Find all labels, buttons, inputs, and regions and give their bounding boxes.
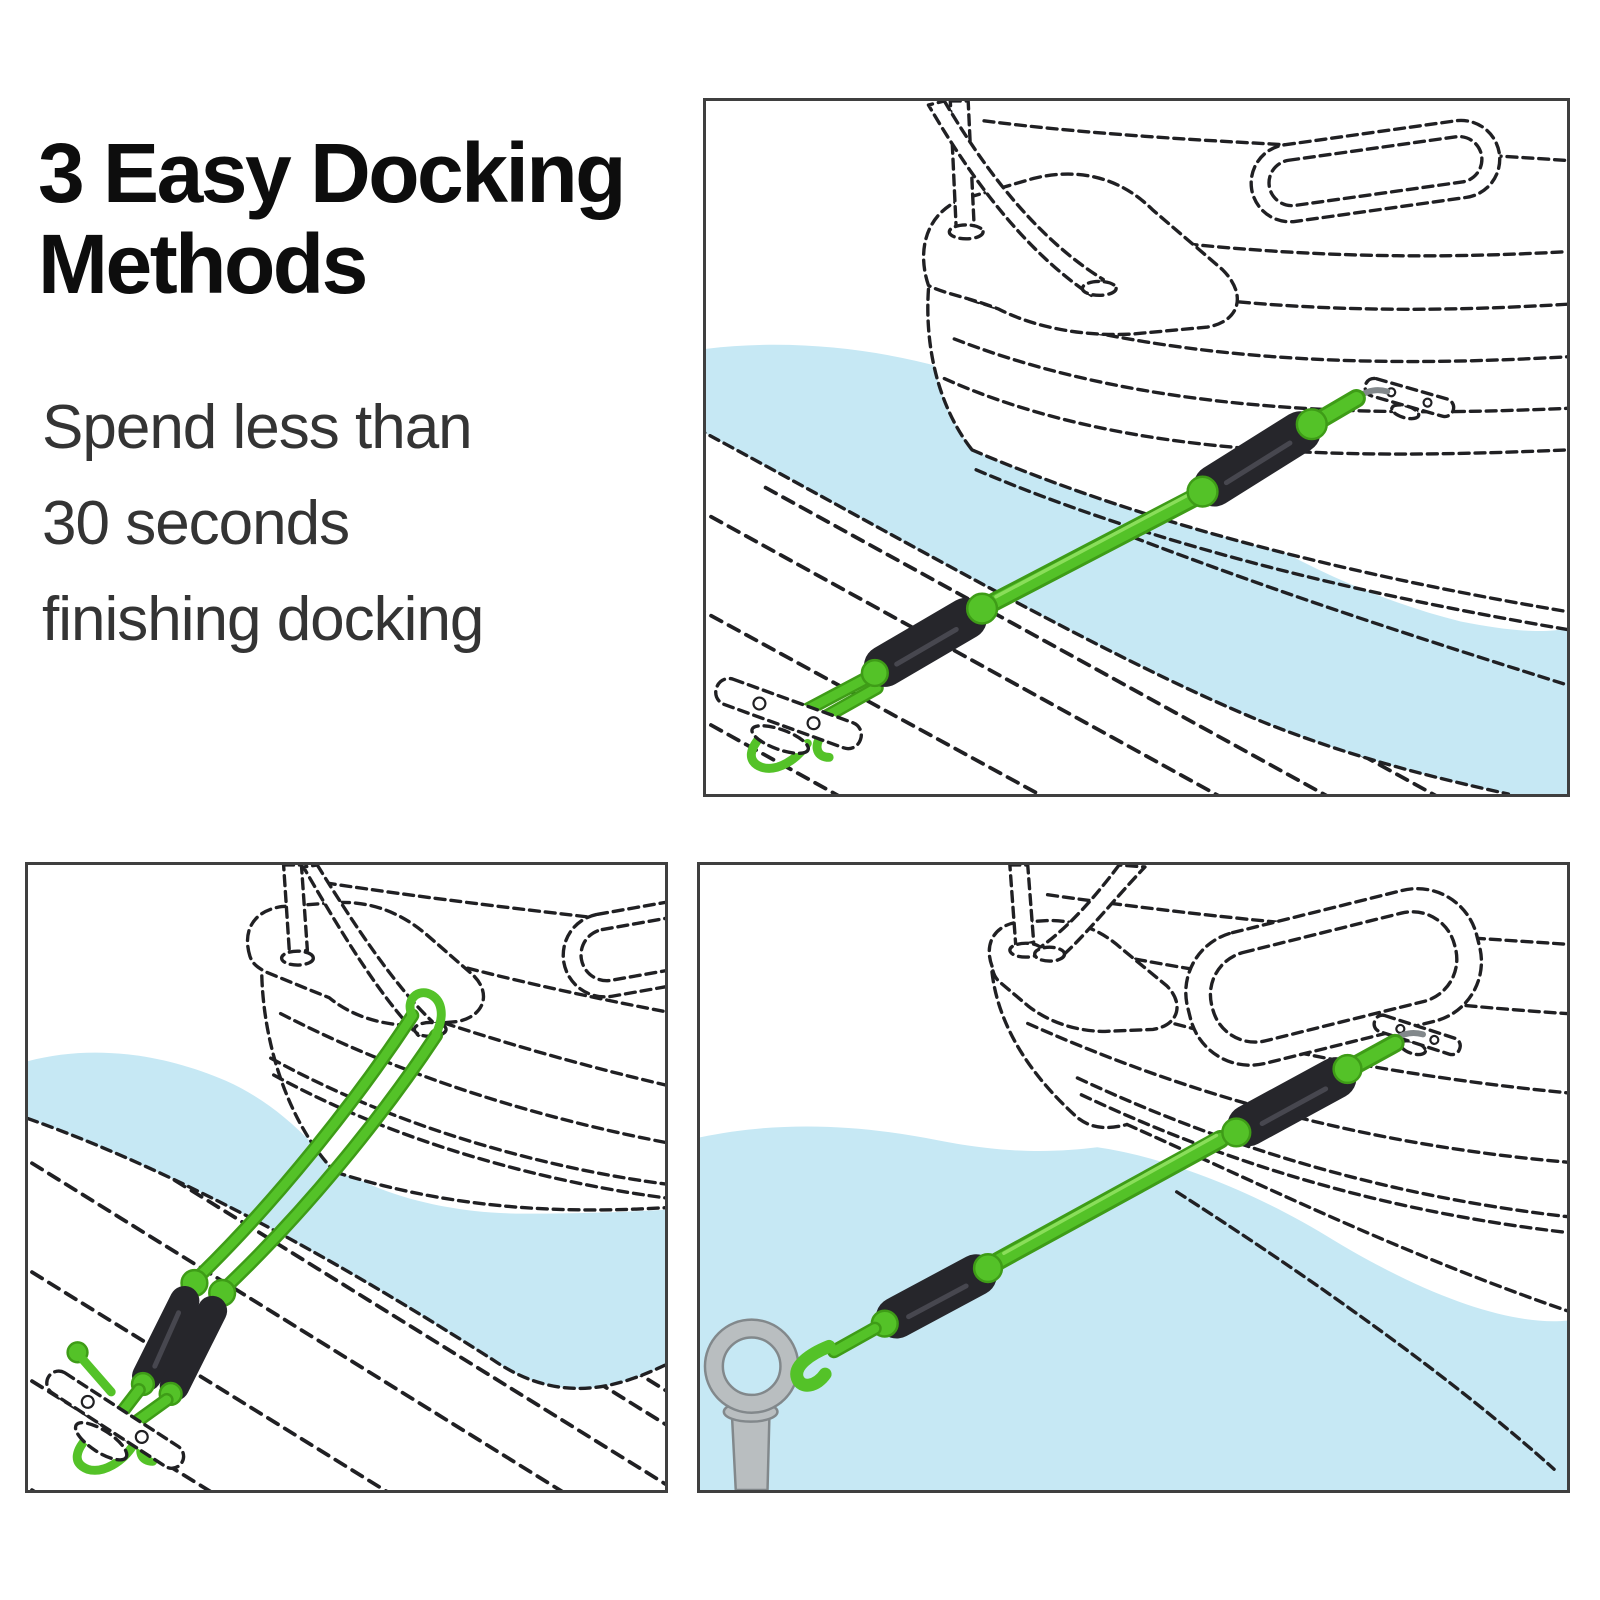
rope-loop	[746, 729, 812, 773]
cockpit-coaming	[1249, 118, 1502, 224]
snubber-icon	[875, 1254, 997, 1339]
snubber-icon	[1227, 1057, 1357, 1147]
water-icon	[700, 1126, 1567, 1490]
bow-rail	[279, 865, 448, 1039]
bungee-dock-line-icon	[790, 1030, 1426, 1392]
wake-line	[1175, 1190, 1556, 1471]
mooring-ring	[705, 1320, 798, 1413]
dock-cleat-icon	[45, 1369, 186, 1470]
piling-ring-icon	[703, 1318, 800, 1490]
boat-cleat-icon	[1363, 376, 1456, 421]
snubber-icon	[1193, 411, 1321, 507]
dock-edge	[706, 431, 1511, 794]
panel-method-2	[25, 862, 668, 1493]
bow-rail	[1008, 865, 1147, 963]
dock-edge	[28, 1116, 665, 1391]
rail-loop	[405, 988, 446, 1038]
panel-method-3	[697, 862, 1570, 1493]
page-subtitle: Spend less than 30 seconds finishing docki…	[42, 380, 682, 668]
snubber-icon	[159, 1295, 228, 1401]
boat-illustration	[921, 101, 1567, 686]
title-line-1: 3 Easy Docking	[38, 126, 626, 220]
title-line-2: Methods	[38, 217, 368, 311]
snubber-icon	[863, 597, 988, 687]
subtitle-line-3: finishing docking	[42, 585, 484, 654]
bow-rail	[926, 101, 1118, 298]
cockpit-coaming	[561, 893, 665, 999]
piling-post	[730, 1410, 771, 1490]
subtitle-line-1: Spend less than	[42, 393, 473, 462]
ring-hitch	[790, 1339, 836, 1392]
bungee-dock-line-icon	[746, 387, 1391, 773]
cockpit-coaming	[1184, 886, 1484, 1067]
subtitle-line-2: 30 seconds	[42, 489, 350, 558]
panel-method-1	[703, 98, 1570, 797]
dock-cleat-icon	[714, 676, 864, 756]
